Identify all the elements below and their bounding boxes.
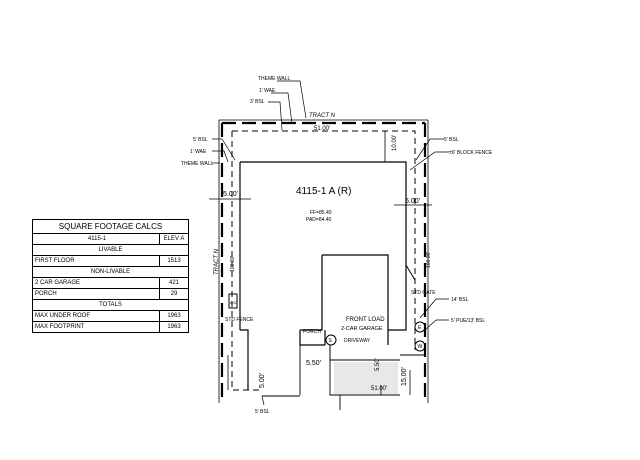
front-left-dim: 5.00' xyxy=(259,373,266,388)
footprint-label: MAX FOOTPRINT xyxy=(35,324,85,330)
first-floor-label: FIRST FLOOR xyxy=(35,258,75,264)
tract-left-label: TRACT N xyxy=(214,248,220,275)
wae-top-label: 1' WAE xyxy=(259,88,276,94)
driveway-label: DRIVEWAY xyxy=(344,338,371,344)
calcs-col1-header: 4115-1 xyxy=(87,236,107,242)
porch-row-label: PORCH xyxy=(35,291,57,297)
lot-label: 4115-1 A (R) xyxy=(296,186,351,197)
porch-label: PORCH xyxy=(303,329,321,335)
front-load-label: FRONT LOAD xyxy=(346,317,385,323)
landscape-hatch xyxy=(334,362,398,394)
livable-header: LIVABLE xyxy=(33,244,188,255)
tract-top-label: TRACT N xyxy=(309,113,336,119)
lot-boundary xyxy=(220,121,427,400)
std-fence-label: STD FENCE xyxy=(225,317,254,323)
block-fence-label: ±6' BLOCK FENCE xyxy=(449,150,493,156)
bsl-bottom-label: 5' BSL xyxy=(255,409,270,415)
bottom-dimension: 51.00' xyxy=(371,386,387,392)
ac-unit xyxy=(228,293,238,309)
pue-bsl-label: 5' PUE/13' BSL xyxy=(451,318,485,324)
theme-wall xyxy=(218,119,429,403)
bsl-14-label: 14' BSL xyxy=(451,297,469,303)
calcs-col2-header: ELEV A xyxy=(159,234,188,244)
drive-dim: 5.50' xyxy=(306,360,321,367)
water-letter: W xyxy=(418,344,423,350)
front-right-dim: 15.00' xyxy=(401,367,408,386)
bsl-right-label: 5' BSL xyxy=(444,137,459,143)
electric-letter: E xyxy=(418,325,422,331)
porch-value: 29 xyxy=(159,289,188,299)
side-right-dim: 5.00' xyxy=(405,198,420,205)
ff-label: FF=85.40 xyxy=(310,210,332,216)
under-roof-label: MAX UNDER ROOF xyxy=(35,313,91,319)
car-garage-label: 2-CAR GARAGE xyxy=(341,326,383,332)
leader-lines xyxy=(212,80,449,406)
under-roof-value: 1963 xyxy=(159,311,188,321)
square-footage-calcs-table: SQUARE FOOTAGE CALCS 4115-1 ELEV A LIVAB… xyxy=(32,219,189,333)
nonlivable-header: NON-LIVABLE xyxy=(33,266,188,277)
dimension-lines xyxy=(209,131,432,395)
std-gate-label: STD GATE xyxy=(411,290,436,296)
calcs-title: SQUARE FOOTAGE CALCS xyxy=(58,222,163,231)
sewer-letter: S xyxy=(329,338,333,344)
front-small-dim: 5.50' xyxy=(375,358,381,371)
first-floor-value: 1513 xyxy=(159,256,188,266)
rear-setback-dim: 10.00' xyxy=(392,135,398,151)
right-dimension: 100.00' xyxy=(426,252,432,268)
house-footprint xyxy=(239,161,407,390)
driveway-area xyxy=(262,345,425,410)
wae-left-label: 1' WAE xyxy=(190,149,207,155)
footprint-value: 1963 xyxy=(159,322,188,332)
pad-label: PAD=84.40 xyxy=(306,217,332,223)
side-left-dim: 5.00' xyxy=(223,191,238,198)
bsl-top-label: 3' BSL xyxy=(250,99,265,105)
electric-circle xyxy=(414,321,426,333)
bsl-left-label: 5' BSL xyxy=(193,137,208,143)
top-dimension: 51.00' xyxy=(314,126,330,132)
left-dimension: 100.00' xyxy=(230,256,236,272)
garage-value: 421 xyxy=(159,278,188,288)
ac-label: A/C xyxy=(230,300,237,305)
water-circle xyxy=(414,340,426,352)
theme-wall-left-label: THEME WALL xyxy=(181,161,214,167)
garage-label: 2 CAR GARAGE xyxy=(35,280,81,286)
sewer-circle xyxy=(325,334,337,346)
theme-wall-top-label: THEME WALL xyxy=(258,76,291,82)
setback-line xyxy=(231,130,416,391)
totals-header: TOTALS xyxy=(33,299,188,310)
gate-swing xyxy=(405,264,416,281)
